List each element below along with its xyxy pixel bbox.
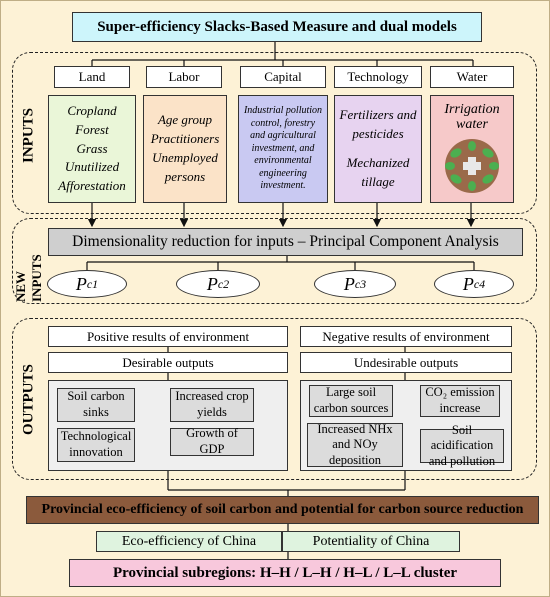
- capital-inputs-box: Industrial pollution control, forestry a…: [238, 95, 328, 203]
- technology-item: Fertilizers and pesticides: [339, 107, 417, 142]
- nhx-noy-deposition-box: Increased NHx and NOy deposition: [307, 422, 403, 467]
- land-item: Unutilized: [64, 159, 120, 175]
- title-text: Super-efficiency Slacks-Based Measure an…: [97, 18, 457, 35]
- labor-item: persons: [164, 168, 206, 184]
- undesirable-outputs-header: Undesirable outputs: [300, 352, 512, 373]
- large-soil-carbon-sources-box: Large soil carbon sources: [309, 385, 393, 417]
- input-category-land: Land: [54, 66, 130, 88]
- land-item: Grass: [76, 140, 108, 156]
- pca-box: Dimensionality reduction for inputs – Pr…: [48, 228, 523, 256]
- technological-innovation-box: Technological innovation: [57, 428, 135, 462]
- irrigation-field-icon: [445, 138, 499, 193]
- labor-item: Practitioners: [150, 131, 220, 147]
- growth-of-gdp-box: Growth of GDP: [170, 426, 254, 456]
- increased-crop-yields-box: Increased crop yields: [170, 388, 254, 422]
- soil-acidification-box: Soil acidification and pollution: [420, 423, 504, 468]
- china-potentiality-box: Potentiality of China: [282, 531, 460, 552]
- input-category-labor: Labor: [146, 66, 222, 88]
- labor-inputs-box: Age group Practitioners Unemployed perso…: [143, 95, 227, 203]
- provincial-subregions-label: Provincial subregions: H–H / L–H / H–L /…: [112, 564, 458, 581]
- new-inputs-section-label: NEW INPUTS: [13, 254, 44, 302]
- input-category-water: Water: [430, 66, 514, 88]
- pca-label: Dimensionality reduction for inputs – Pr…: [72, 233, 499, 250]
- technology-item: Mechanized tillage: [346, 155, 410, 189]
- water-inputs-box: Irrigation water: [430, 95, 514, 203]
- china-potentiality-label: Potentiality of China: [312, 533, 430, 549]
- capital-item: Industrial pollution control, forestry a…: [243, 105, 323, 192]
- outputs-section: [12, 318, 537, 480]
- provincial-eco-efficiency-box: Provincial eco-efficiency of soil carbon…: [26, 496, 539, 524]
- input-category-capital: Capital: [240, 66, 326, 88]
- title-box: Super-efficiency Slacks-Based Measure an…: [72, 12, 482, 42]
- water-item: Irrigation water: [444, 102, 500, 133]
- china-eco-efficiency-box: Eco-efficiency of China: [96, 531, 282, 552]
- technology-inputs-box: Fertilizers and pesticides Mechanized ti…: [334, 95, 422, 203]
- inputs-section: [12, 52, 537, 214]
- land-inputs-box: Cropland Forest Grass Unutilized Affores…: [48, 95, 136, 203]
- inputs-section-label: INPUTS: [20, 107, 37, 163]
- negative-results-header: Negative results of environment: [300, 326, 512, 347]
- new-inputs-section: [12, 218, 537, 304]
- land-item: Cropland: [67, 102, 117, 118]
- labor-item: Unemployed: [152, 150, 218, 165]
- china-eco-efficiency-label: Eco-efficiency of China: [121, 533, 257, 549]
- co2-emission-increase-box: CO₂ emission increase: [420, 385, 500, 417]
- land-item: Forest: [75, 121, 109, 137]
- desirable-outputs-header: Desirable outputs: [48, 352, 288, 373]
- soil-carbon-sinks-box: Soil carbon sinks: [57, 388, 135, 422]
- provincial-eco-efficiency-label: Provincial eco-efficiency of soil carbon…: [41, 502, 524, 517]
- outputs-section-label: OUTPUTS: [20, 364, 37, 436]
- provincial-subregions-box: Provincial subregions: H–H / L–H / H–L /…: [69, 559, 501, 587]
- input-category-technology: Technology: [334, 66, 422, 88]
- labor-item: Age group: [157, 112, 213, 128]
- positive-results-header: Positive results of environment: [48, 326, 288, 347]
- land-item: Afforestation: [58, 178, 126, 194]
